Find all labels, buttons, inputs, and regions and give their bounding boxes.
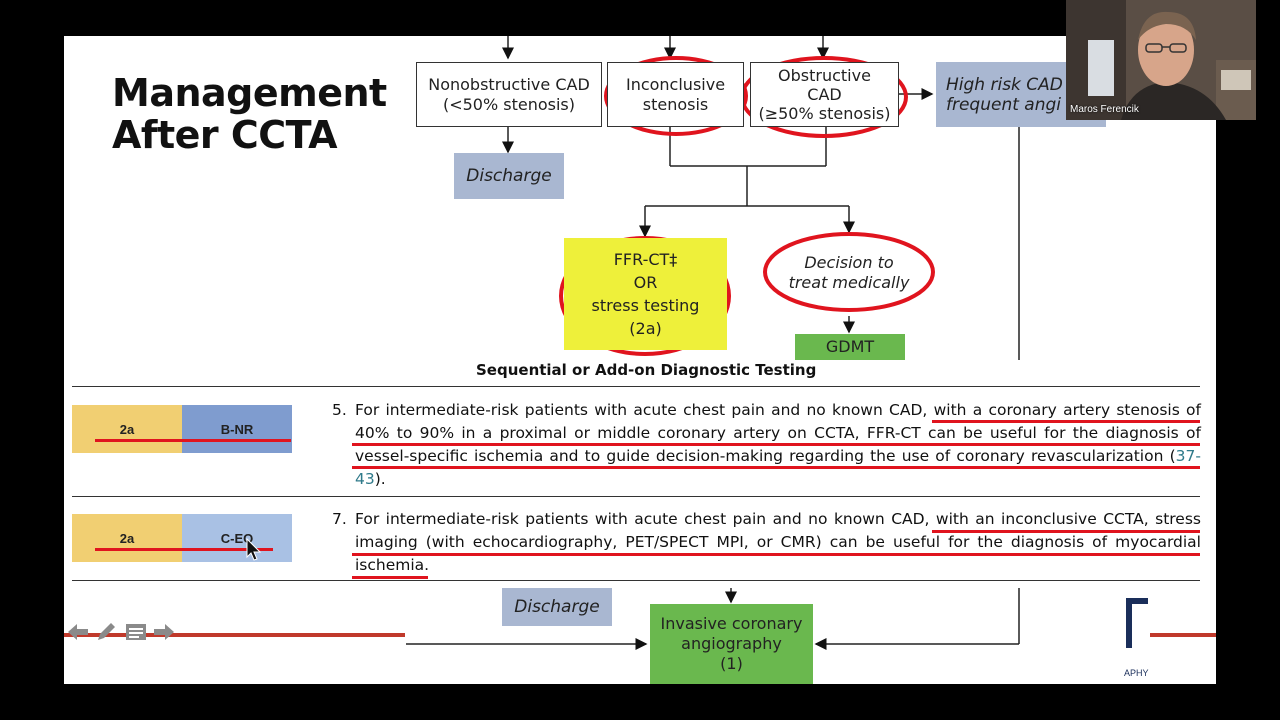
divider-bottom <box>72 580 1200 581</box>
class-of-recommendation: 2a <box>72 514 182 562</box>
red-underline <box>352 466 1200 469</box>
invasive-coronary-angiography-box: Invasive coronary angiography (1) <box>650 604 813 684</box>
cor-loe-badge-7: 2a C-EO <box>72 514 292 562</box>
next-slide-button[interactable] <box>152 620 176 644</box>
slide-menu-button[interactable] <box>124 620 148 644</box>
inconclusive-stenosis-box: Inconclusive stenosis <box>607 62 744 127</box>
participant-video-tile[interactable]: Maros Ferencik <box>1066 0 1256 120</box>
nonobstructive-cad-box: Nonobstructive CAD (<50% stenosis) <box>416 62 602 127</box>
flowchart-connectors <box>406 36 1020 650</box>
cor-loe-badge-5: 2a B-NR <box>72 405 292 453</box>
mouse-cursor-icon <box>246 538 262 561</box>
level-of-evidence: B-NR <box>182 405 292 453</box>
diagnostic-testing-caption: Sequential or Add-on Diagnostic Testing <box>476 361 817 379</box>
discharge-box-top: Discharge <box>454 153 564 199</box>
obstructive-cad-box: Obstructive CAD (≥50% stenosis) <box>750 62 899 127</box>
recommendation-text: For intermediate-risk patients with acut… <box>355 399 1201 491</box>
red-underline <box>352 443 1200 446</box>
journal-logo <box>1126 598 1148 654</box>
red-underline <box>352 553 1200 556</box>
menu-icon <box>126 624 146 640</box>
discharge-box-bottom: Discharge <box>502 588 612 626</box>
decision-treat-medically-box: Decision to treat medically <box>788 253 910 292</box>
slide-title-line2: After CCTA <box>112 113 338 157</box>
red-underline <box>932 530 1200 533</box>
recommendation-number: 5. <box>332 401 347 419</box>
participant-name: Maros Ferencik <box>1070 104 1139 115</box>
presentation-slide: Management After CCTA <box>64 36 1216 684</box>
red-underline <box>352 576 428 579</box>
recommendation-number: 7. <box>332 510 347 528</box>
footer-red-bar-left <box>64 633 405 637</box>
participant-video-feed <box>1066 0 1256 120</box>
recommendation-body: For intermediate-risk patients with acut… <box>355 401 1201 465</box>
arrow-right-icon <box>154 624 174 640</box>
class-of-recommendation: 2a <box>72 405 182 453</box>
slide-title: Management After CCTA <box>112 72 387 156</box>
divider-top <box>72 386 1200 387</box>
level-of-evidence: C-EO <box>182 514 292 562</box>
divider-middle <box>72 496 1200 497</box>
slide-title-line1: Management <box>112 71 387 115</box>
reference-link[interactable]: 37-43 <box>355 447 1201 488</box>
ref-close: ). <box>374 470 386 488</box>
recommendation-5: 5. For intermediate-risk patients with a… <box>332 399 1202 491</box>
footer-red-bar-right <box>1150 633 1216 637</box>
ref-open: ( <box>1169 447 1176 465</box>
ffr-ct-box: FFR-CT‡ OR stress testing (2a) <box>564 238 727 350</box>
logo-text: APHY <box>1124 668 1149 678</box>
prev-slide-button[interactable] <box>66 620 90 644</box>
arrow-left-icon <box>68 624 88 640</box>
red-underline <box>932 420 1200 423</box>
gdmt-box: GDMT <box>795 334 905 360</box>
pen-tool-button[interactable] <box>94 620 118 644</box>
red-underline-badge-5 <box>95 439 291 442</box>
red-underline-badge-7 <box>95 548 273 551</box>
recommendation-7: 7. For intermediate-risk patients with a… <box>332 508 1202 578</box>
recommendation-text: For intermediate-risk patients with acut… <box>355 510 1201 574</box>
pen-icon <box>98 623 115 640</box>
